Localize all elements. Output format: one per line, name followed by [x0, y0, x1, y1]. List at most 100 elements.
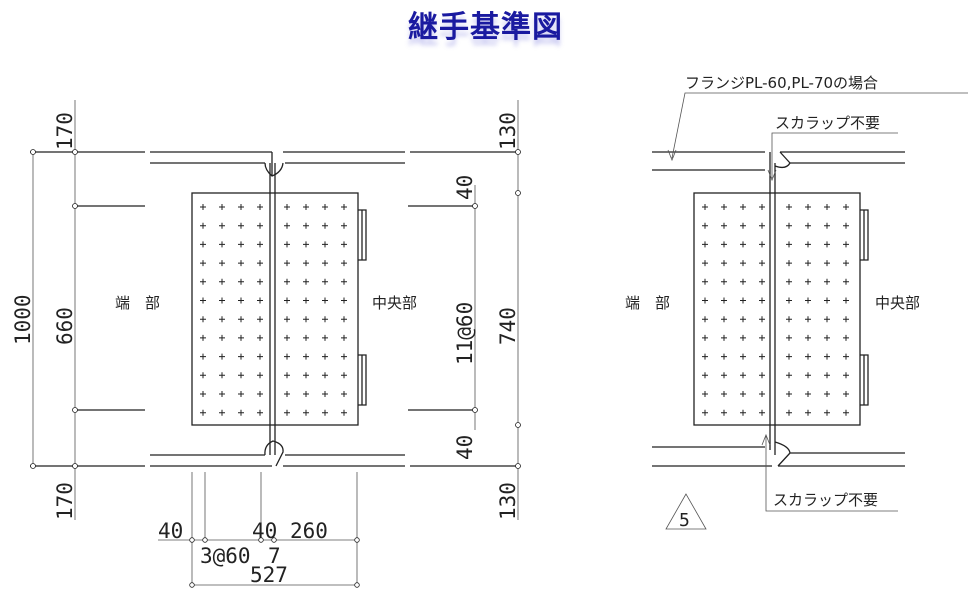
bolt-mark: [786, 297, 792, 304]
bolt-mark: [341, 241, 347, 248]
bolt-mark: [843, 409, 849, 416]
bolt-mark: [257, 391, 263, 397]
dim-bottom-gap: 7: [268, 544, 281, 568]
bolt-mark: [843, 278, 849, 285]
bolt-mark: [200, 204, 206, 210]
bolt-mark: [238, 241, 244, 248]
bolt-mark: [805, 353, 811, 360]
bolt-mark: [786, 353, 792, 360]
bolt-mark: [303, 353, 309, 360]
bolt-mark: [805, 278, 811, 285]
top-flange-joint: [769, 151, 791, 455]
bolt-mark: [824, 278, 830, 285]
dim-points: [30, 149, 521, 469]
scallop-top-leader: [767, 132, 898, 182]
bolt-mark: [257, 334, 263, 341]
bolt-mark: [219, 204, 225, 210]
bolt-mark: [284, 204, 290, 210]
bolt-mark: [322, 260, 328, 267]
bolt-mark: [303, 260, 309, 267]
bolt-mark: [702, 372, 708, 379]
bolt-mark: [257, 260, 263, 267]
bolt-mark: [702, 409, 708, 416]
dim-right-edge-bottom: 40: [453, 435, 477, 460]
bolt-mark: [284, 241, 290, 248]
bolt-mark: [843, 353, 849, 360]
bolt-mark: [219, 353, 225, 360]
bolt-mark: [303, 316, 309, 323]
bolt-mark: [740, 297, 746, 304]
bolt-mark: [702, 353, 708, 360]
bolt-mark: [219, 297, 225, 304]
bolt-mark: [702, 316, 708, 323]
bolt-mark: [200, 334, 206, 341]
bolt-mark: [824, 391, 830, 397]
bolt-mark: [341, 204, 347, 210]
bolt-mark: [721, 334, 727, 341]
center-label-left: 中央部: [372, 294, 417, 312]
bolt-mark: [843, 372, 849, 379]
bolt-mark: [322, 222, 328, 229]
dim-left-web: 660: [53, 307, 77, 345]
bolt-mark: [759, 372, 765, 379]
bolt-mark: [759, 204, 765, 210]
bolt-mark: [238, 353, 244, 360]
bolt-mark: [702, 297, 708, 304]
bolt-mark: [740, 316, 746, 323]
bolt-mark: [341, 260, 347, 267]
dim-right-top: 130: [496, 112, 520, 150]
bottom-scallop: [264, 440, 284, 467]
bolt-mark: [740, 409, 746, 416]
bolt-mark: [805, 241, 811, 248]
dim-bottom-right: 260: [290, 519, 328, 543]
bolt-mark: [786, 241, 792, 248]
bolt-mark: [805, 391, 811, 397]
bolt-mark: [824, 241, 830, 248]
bolt-mark: [740, 391, 746, 397]
bolt-mark: [786, 391, 792, 397]
bolt-mark: [303, 278, 309, 285]
bolt-mark: [824, 260, 830, 267]
top-scallop: [264, 152, 284, 177]
bolt-mark: [341, 222, 347, 229]
bolt-mark: [284, 409, 290, 416]
bolt-mark: [759, 222, 765, 229]
bolt-mark: [238, 316, 244, 323]
bolt-mark: [824, 316, 830, 323]
bolt-mark: [824, 222, 830, 229]
bolt-mark: [786, 334, 792, 341]
bolt-mark: [284, 353, 290, 360]
bolt-mark: [257, 353, 263, 360]
dim-left-top: 170: [53, 112, 77, 150]
bolt-mark: [257, 241, 263, 248]
bolt-mark: [200, 260, 206, 267]
bolt-mark: [721, 222, 727, 229]
bolt-mark: [303, 222, 309, 229]
bolt-mark: [303, 241, 309, 248]
weld-mark-triangle: [665, 493, 707, 530]
dim-right-web: 740: [496, 307, 520, 345]
bolt-grid-left: [200, 204, 347, 416]
top-flange: [30, 151, 520, 164]
bolt-mark: [702, 241, 708, 248]
bolt-mark: [341, 297, 347, 304]
bolt-mark: [200, 222, 206, 229]
dim-bottom-edge-left: 40: [158, 519, 183, 543]
flange-note: フランジPL-60,PL-70の場合: [685, 74, 878, 92]
dim-bottom-edge-center: 40: [252, 519, 277, 543]
bolt-mark: [284, 391, 290, 397]
bottom-flange: [30, 454, 520, 467]
bolt-mark: [322, 241, 328, 248]
filler-plates-right: [860, 209, 869, 406]
bolt-mark: [238, 204, 244, 210]
bottom-flange-right: [652, 441, 905, 467]
bolt-mark: [341, 409, 347, 416]
bolt-mark: [322, 372, 328, 379]
dim-lines-bottom: [158, 472, 358, 586]
dim-left-total: 1000: [11, 294, 35, 345]
bolt-mark: [740, 353, 746, 360]
bolt-grid-right: [702, 204, 849, 416]
bolt-mark: [721, 353, 727, 360]
bolt-mark: [219, 278, 225, 285]
